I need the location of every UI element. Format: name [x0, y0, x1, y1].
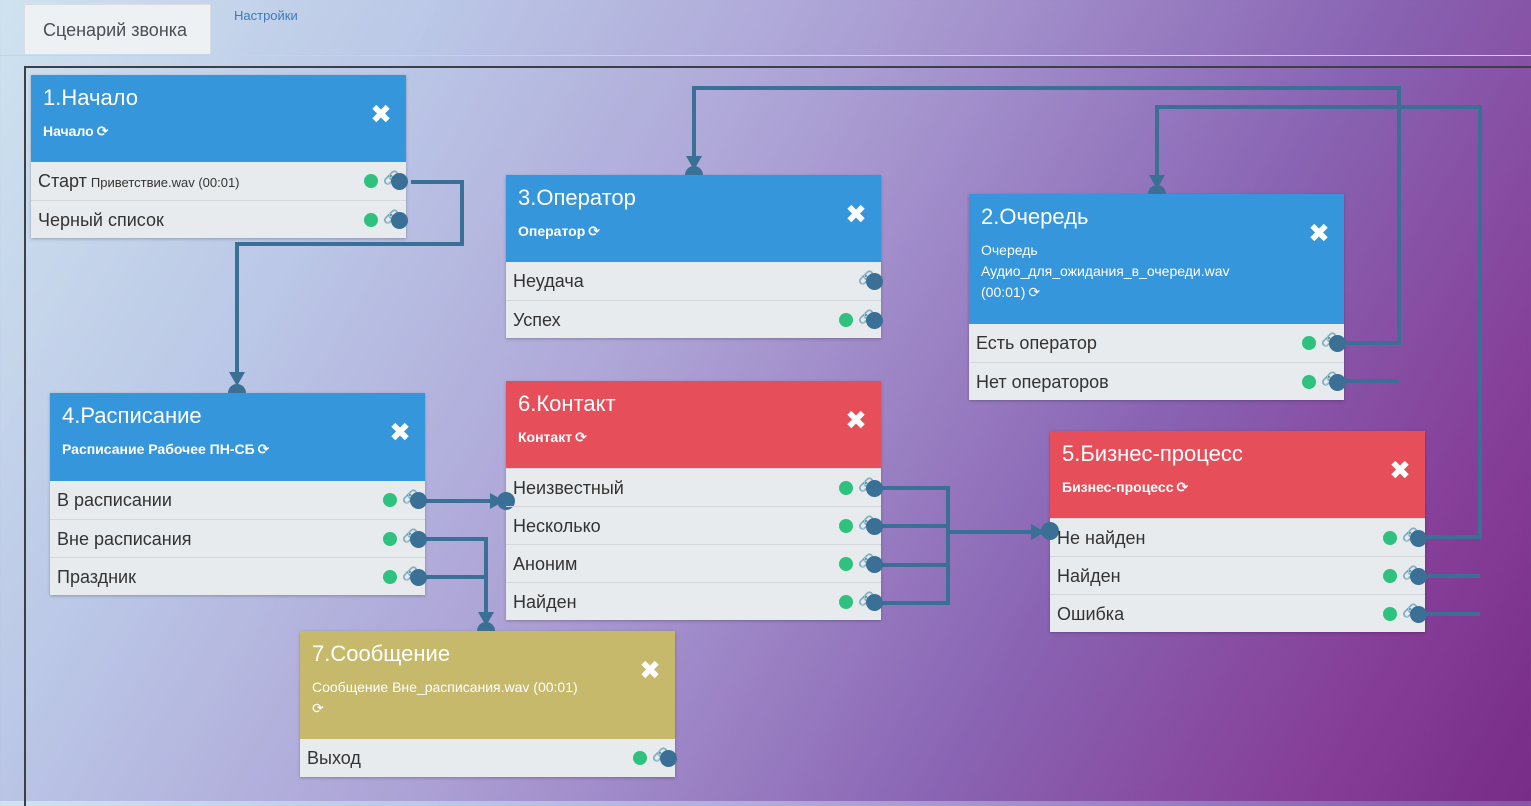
status-dot — [1383, 531, 1397, 545]
output-port[interactable] — [866, 556, 883, 573]
list-item: Найден 🔗 — [506, 582, 883, 620]
refresh-icon[interactable]: ⟳ — [1028, 284, 1041, 300]
node-message[interactable]: 7.Сообщение Сообщение Вне_расписания.wav… — [300, 622, 677, 777]
close-icon[interactable]: ✖ — [1389, 455, 1411, 485]
node-title: 3.Оператор — [518, 185, 636, 210]
node-queue[interactable]: 2.Очередь Очередь Аудио_для_ожидания_в_о… — [969, 185, 1346, 400]
refresh-icon[interactable]: ⟳ — [588, 223, 600, 239]
tab-settings[interactable]: Настройки — [234, 8, 298, 23]
list-item: Несколько 🔗 — [506, 506, 883, 544]
status-dot — [383, 570, 397, 584]
output-port[interactable] — [1329, 374, 1346, 391]
output-port[interactable] — [1410, 568, 1427, 585]
node-title: 2.Очередь — [981, 204, 1089, 229]
close-icon[interactable]: ✖ — [639, 655, 661, 685]
list-item: Праздник 🔗 — [50, 557, 427, 595]
list-item: Черный список 🔗 — [31, 200, 408, 238]
node-title: 1.Начало — [43, 85, 139, 110]
node-title: 7.Сообщение — [312, 641, 451, 666]
list-item: В расписании 🔗 — [50, 481, 427, 519]
refresh-icon[interactable]: ⟳ — [1176, 479, 1189, 495]
node-subtitle[interactable]: Начало⟳ — [43, 121, 394, 142]
list-item: Найден 🔗 — [1050, 556, 1427, 594]
status-dot — [364, 213, 378, 227]
status-dot — [383, 532, 397, 546]
refresh-icon[interactable]: ⟳ — [575, 429, 587, 445]
output-port[interactable] — [391, 173, 408, 190]
node-subtitle[interactable]: Бизнес-процесс⟳ — [1062, 477, 1413, 498]
node-subtitle[interactable]: Расписание Рабочее ПН-СБ⟳ — [62, 439, 413, 460]
node-business-process[interactable]: 5.Бизнес-процесс Бизнес-процесс⟳ ✖ Не на… — [1041, 431, 1427, 632]
status-dot — [839, 557, 853, 571]
output-port[interactable] — [866, 312, 883, 329]
tab-bar: Сценарий звонка Настройки — [0, 0, 1531, 56]
output-port[interactable] — [866, 518, 883, 535]
status-dot — [839, 481, 853, 495]
list-item: Ошибка 🔗 — [1050, 594, 1427, 632]
list-item: Успех 🔗 — [506, 300, 883, 338]
list-item: Вне расписания 🔗 — [50, 519, 427, 557]
status-dot — [383, 493, 397, 507]
status-dot — [633, 751, 647, 765]
node-schedule[interactable]: 4.Расписание Расписание Рабочее ПН-СБ⟳ ✖… — [50, 384, 427, 595]
output-port[interactable] — [391, 212, 408, 229]
close-icon[interactable]: ✖ — [1308, 218, 1330, 248]
list-item: Выход 🔗 — [300, 739, 677, 777]
status-dot — [1302, 336, 1316, 350]
status-dot — [364, 174, 378, 188]
status-dot — [839, 519, 853, 533]
node-title: 6.Контакт — [518, 391, 616, 416]
close-icon[interactable]: ✖ — [845, 199, 867, 229]
list-item: Есть оператор 🔗 — [969, 324, 1346, 362]
output-port[interactable] — [1410, 530, 1427, 547]
output-port[interactable] — [410, 569, 427, 586]
output-port[interactable] — [1329, 335, 1346, 352]
node-title: 5.Бизнес-процесс — [1062, 441, 1243, 466]
output-port[interactable] — [866, 480, 883, 497]
list-item: Не найден 🔗 — [1050, 518, 1427, 556]
node-subtitle[interactable]: Контакт⟳ — [518, 427, 869, 448]
status-dot — [1383, 569, 1397, 583]
status-dot — [839, 595, 853, 609]
close-icon[interactable]: ✖ — [389, 417, 411, 447]
node-subtitle[interactable]: Сообщение Вне_расписания.wav (00:01) ⟳ — [312, 677, 663, 719]
flow-canvas[interactable] — [24, 66, 1531, 806]
node-subtitle[interactable]: Оператор⟳ — [518, 221, 869, 242]
node-title: 4.Расписание — [62, 403, 202, 428]
output-port[interactable] — [1410, 606, 1427, 623]
refresh-icon[interactable]: ⟳ — [257, 441, 270, 457]
list-item: Неизвестный 🔗 — [506, 468, 883, 506]
output-port[interactable] — [410, 492, 427, 509]
output-port[interactable] — [660, 750, 677, 767]
input-port[interactable] — [497, 492, 515, 510]
node-contact[interactable]: 6.Контакт Контакт⟳ ✖ Неизвестный 🔗 Неско… — [497, 381, 883, 620]
close-icon[interactable]: ✖ — [845, 405, 867, 435]
refresh-icon[interactable]: ⟳ — [96, 123, 109, 139]
node-subtitle[interactable]: Очередь Аудио_для_ожидания_в_очереди.wav… — [981, 240, 1332, 303]
status-dot — [1302, 375, 1316, 389]
output-port[interactable] — [866, 594, 883, 611]
status-dot — [839, 313, 853, 327]
output-port[interactable] — [866, 273, 883, 290]
list-item: Аноним 🔗 — [506, 544, 883, 582]
tab-call-scenario[interactable]: Сценарий звонка — [24, 4, 211, 54]
node-operator[interactable]: 3.Оператор Оператор⟳ ✖ Неудача 🔗 Успех 🔗 — [506, 166, 883, 338]
output-port[interactable] — [410, 531, 427, 548]
input-port[interactable] — [1041, 522, 1059, 540]
status-dot — [1383, 607, 1397, 621]
close-icon[interactable]: ✖ — [370, 99, 392, 129]
list-item: Неудача 🔗 — [506, 262, 883, 300]
list-item: Нет операторов 🔗 — [969, 362, 1346, 400]
refresh-icon[interactable]: ⟳ — [312, 700, 324, 716]
